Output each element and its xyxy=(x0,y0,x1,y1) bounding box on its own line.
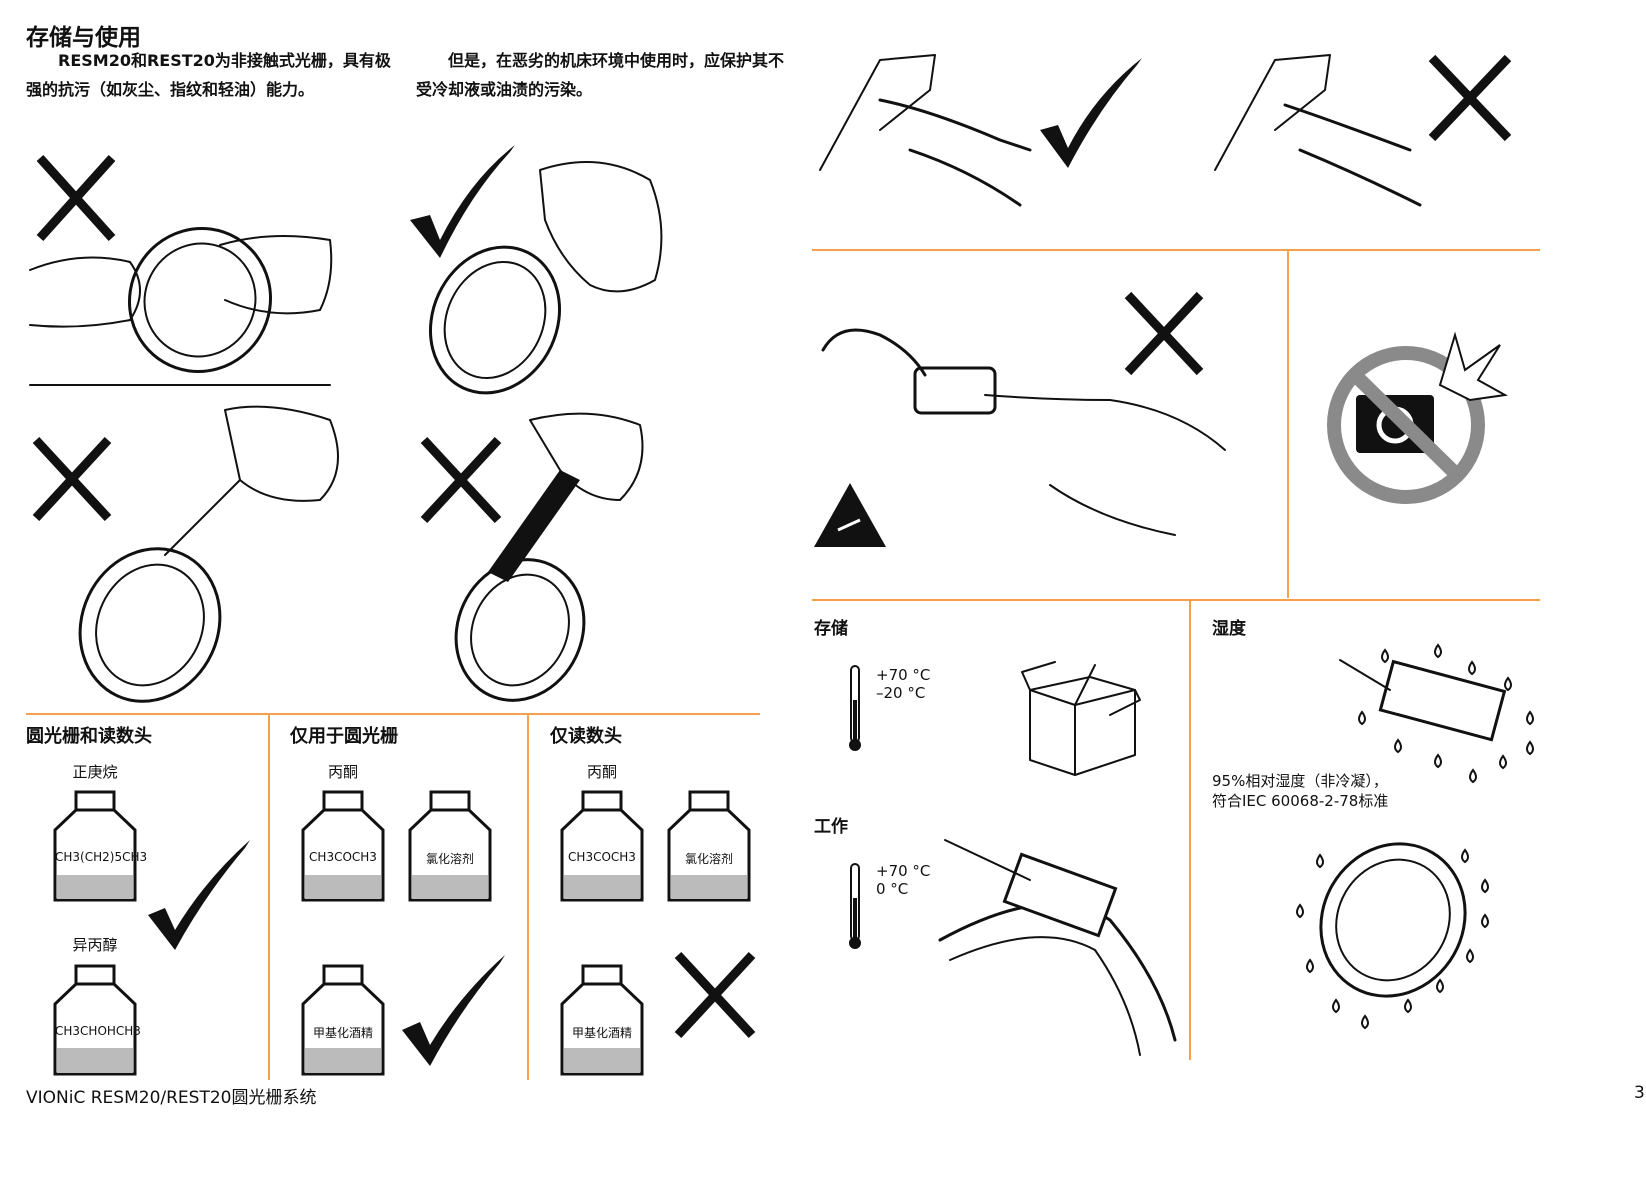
acetone-label-readhead: 丙酮 xyxy=(586,763,617,781)
page-title: 存储与使用 xyxy=(26,25,141,51)
readhead-gripped-by-body-illustration xyxy=(819,54,1032,207)
bottle-acetone-readhead xyxy=(560,790,644,902)
check-mark-icon xyxy=(402,955,505,1066)
footer-title: VIONiC RESM20/REST20圆光栅系统 xyxy=(26,1088,317,1108)
bottle-methylated-spirits-readhead xyxy=(560,964,644,1076)
no-flash-camera-icon xyxy=(1327,331,1509,504)
acetone-formula-ring: CH3COCH3 xyxy=(309,850,377,864)
ring-humidity-illustration xyxy=(1319,842,1467,998)
ring-wiped-with-cloth-illustration xyxy=(428,161,663,395)
bottle-n-heptane xyxy=(53,790,137,902)
humidity-line-1: 95%相对湿度（非冷凝）， xyxy=(1212,772,1388,790)
cross-mark-icon xyxy=(1428,54,1512,142)
storage-min-temp: –20 °C xyxy=(876,684,926,702)
readhead-on-ring-illustration xyxy=(938,839,1177,1056)
intro-paragraph-right: 但是，在恶劣的机床环境中使用时，应保护其不受冷却液或油渍的污染。 xyxy=(416,51,785,99)
chlorinated-solvent-readhead: 氯化溶剂 xyxy=(684,852,733,866)
acetone-label-ring: 丙酮 xyxy=(327,763,358,781)
bottle-chlorinated-readhead xyxy=(667,790,751,902)
page-number: 3 xyxy=(1634,1083,1645,1103)
humidity-heading: 湿度 xyxy=(1212,619,1246,639)
isopropanol-formula: CH3CHOHCH3 xyxy=(55,1024,141,1038)
operating-max-temp: +70 °C xyxy=(876,862,931,880)
esd-warning-icon xyxy=(814,483,886,547)
methylated-spirits-ring: 甲基化酒精 xyxy=(312,1026,373,1040)
ring-scratched-with-tool-illustration xyxy=(78,405,339,703)
readhead-touched-on-optics-illustration xyxy=(1214,54,1422,207)
cross-mark-icon xyxy=(1124,291,1204,376)
operating-heading: 工作 xyxy=(814,817,848,837)
ring-handled-by-hands-illustration xyxy=(29,226,333,386)
bottle-isopropanol xyxy=(53,964,137,1076)
check-mark-icon xyxy=(410,145,515,258)
thermometer-icon xyxy=(849,665,861,751)
section-heading-ring-only: 仅用于圆光栅 xyxy=(290,726,398,747)
water-drop-icon xyxy=(1358,643,1534,784)
thermometer-icon xyxy=(849,863,861,949)
acetone-formula-readhead: CH3COCH3 xyxy=(568,850,636,864)
section-heading-ring-and-readhead: 圆光栅和读数头 xyxy=(26,726,152,747)
cardboard-box-icon xyxy=(1021,661,1141,776)
connector-pins-touched-illustration xyxy=(821,328,1226,536)
readhead-humidity-illustration xyxy=(1339,659,1507,742)
cross-mark-icon xyxy=(36,154,116,242)
bottle-methylated-spirits-ring xyxy=(301,964,385,1076)
storage-heading: 存储 xyxy=(814,619,848,639)
isopropanol-label: 异丙醇 xyxy=(72,936,118,954)
cross-mark-icon xyxy=(420,436,502,524)
bottle-acetone-ring xyxy=(301,790,385,902)
ring-rubbed-with-abrasive-illustration xyxy=(454,412,644,702)
check-mark-icon xyxy=(1040,58,1142,168)
chlorinated-solvent-ring: 氯化溶剂 xyxy=(425,852,474,866)
operating-min-temp: 0 °C xyxy=(876,880,909,898)
storage-max-temp: +70 °C xyxy=(876,666,931,684)
cross-mark-icon xyxy=(674,951,756,1039)
water-drop-icon xyxy=(1296,848,1489,1030)
intro-paragraph-left: RESM20和REST20为非接触式光栅，具有极强的抗污（如灰尘、指纹和轻油）能… xyxy=(26,51,391,99)
n-heptane-label: 正庚烷 xyxy=(72,763,118,781)
cross-mark-icon xyxy=(32,436,112,522)
methylated-spirits-readhead: 甲基化酒精 xyxy=(571,1026,632,1040)
n-heptane-formula: CH3(CH2)5CH3 xyxy=(55,850,148,864)
check-mark-icon xyxy=(148,840,250,950)
bottle-chlorinated-ring xyxy=(408,790,492,902)
section-heading-readhead-only: 仅读数头 xyxy=(550,726,622,747)
humidity-line-2: 符合IEC 60068-2-78标准 xyxy=(1212,792,1389,810)
